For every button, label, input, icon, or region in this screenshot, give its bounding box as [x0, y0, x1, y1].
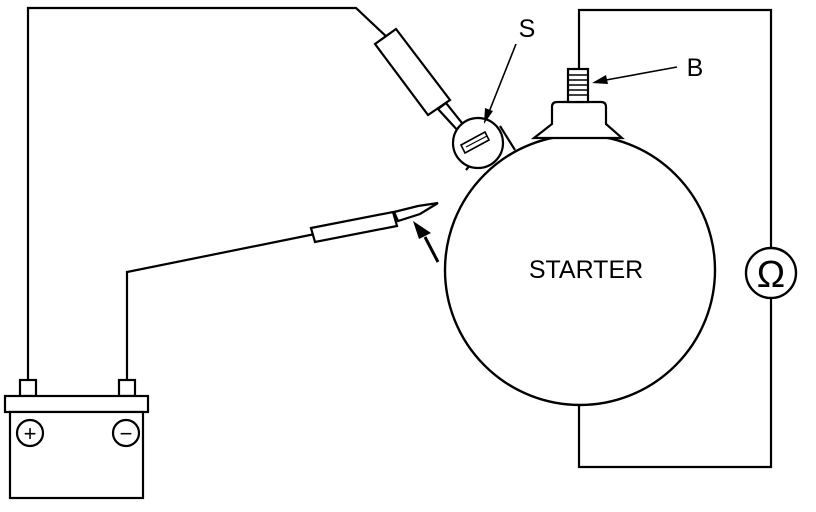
battery-negative-sign: −: [120, 421, 133, 446]
battery-lid: [3, 394, 150, 414]
ohmmeter-wire-top: [577, 8, 773, 248]
b-terminal: [530, 67, 625, 140]
label-leaders: [484, 43, 678, 124]
starter-label: STARTER: [529, 256, 643, 284]
battery-positive-sign: +: [24, 421, 37, 446]
upper-probe-handle: [373, 27, 452, 117]
b-terminal-label: B: [687, 54, 704, 82]
ohmmeter-symbol: Ω: [757, 254, 785, 296]
battery: [3, 378, 150, 500]
battery-positive-post: [18, 378, 38, 398]
solenoid: [451, 116, 516, 171]
ohmmeter-circle: [744, 246, 798, 300]
negative-lead-wire: [125, 232, 316, 380]
s-terminal-label: S: [519, 15, 536, 43]
positive-lead-wire: [26, 6, 391, 380]
lower-test-probe: [309, 201, 439, 244]
battery-negative-marker: [111, 418, 141, 448]
wiring: [26, 6, 773, 469]
ohmmeter: Ω: [744, 246, 798, 300]
lower-probe-shaft: [392, 201, 439, 223]
probe-direction-arrow: [413, 221, 440, 263]
battery-positive-marker: [15, 418, 45, 448]
battery-negative-post: [117, 378, 137, 398]
b-terminal-boss: [530, 100, 625, 140]
ohmmeter-wire-bottom: [577, 298, 773, 469]
lower-probe-handle: [309, 210, 399, 244]
